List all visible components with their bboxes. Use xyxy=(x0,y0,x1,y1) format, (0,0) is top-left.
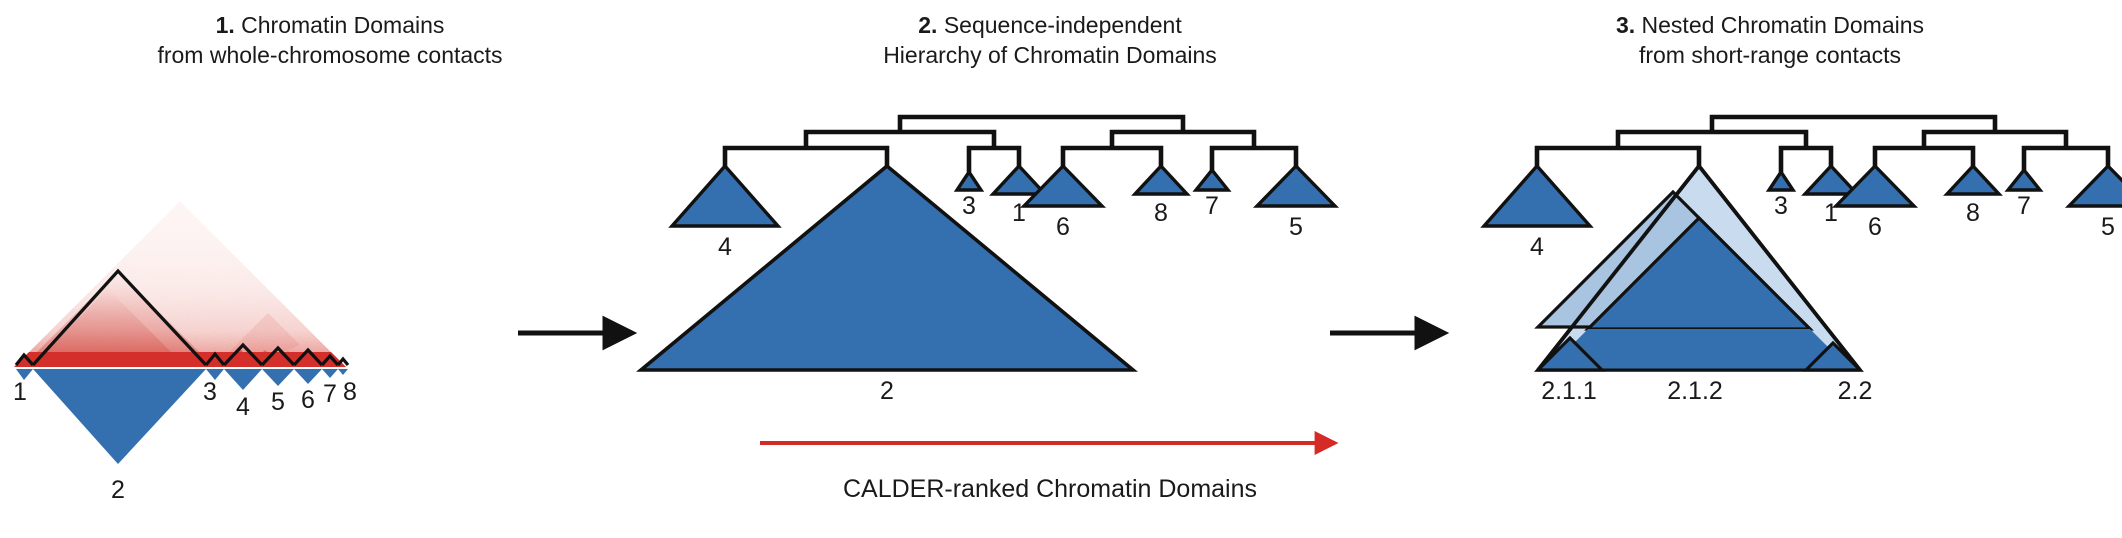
panel-1-title-line2: from whole-chromosome contacts xyxy=(157,42,503,68)
leaf-triangle-1 xyxy=(1801,163,1861,196)
panel-1-title: 1. Chromatin Domains from whole-chromoso… xyxy=(20,10,640,70)
panel-2-title-line1: Sequence-independent xyxy=(943,12,1182,38)
leaf-triangle-7 xyxy=(1192,167,1232,192)
panel-3-dendrogram xyxy=(1534,114,2111,172)
panel2-label-4: 4 xyxy=(718,233,732,261)
panel1-label-8: 8 xyxy=(343,378,357,406)
panel-2-leaf-triangles xyxy=(668,163,1340,228)
leaf-triangle-5 xyxy=(2064,163,2122,208)
panel3-label-2-1-1: 2.1.1 xyxy=(1541,377,1597,405)
panel1-label-5: 5 xyxy=(271,388,285,416)
panel-3-title-line2: from short-range contacts xyxy=(1638,42,1902,68)
panel2-label-5: 5 xyxy=(1289,213,1303,241)
domain-triangle-3 xyxy=(206,369,224,380)
leaf-triangle-3 xyxy=(953,168,985,192)
leaf-triangle-3 xyxy=(1765,168,1797,192)
panel1-label-3: 3 xyxy=(203,378,217,406)
panel3-label-2-2: 2.2 xyxy=(1837,377,1873,405)
panel-3-graphic xyxy=(1480,114,2122,372)
panel-2-graphic xyxy=(636,114,1340,372)
domain-triangle-4 xyxy=(224,369,262,390)
leaf-triangle-6 xyxy=(1831,163,1919,208)
panel-2-title-line2: Hierarchy of Chromatin Domains xyxy=(883,42,1217,68)
panel-1-title-line1: Chromatin Domains xyxy=(241,12,445,38)
leaf-triangle-8 xyxy=(1943,163,2003,196)
leaf-triangle-4 xyxy=(668,163,782,228)
panel2-label-7: 7 xyxy=(1205,192,1219,220)
panel-3-number: 3. xyxy=(1615,12,1636,38)
panel3-label-6: 6 xyxy=(1868,213,1882,241)
panel-3-title: 3. Nested Chromatin Domains from short-r… xyxy=(1440,10,2100,70)
panel-3-title-line1: Nested Chromatin Domains xyxy=(1641,12,1925,38)
domain-triangle-6 xyxy=(294,369,322,384)
panel2-label-1: 1 xyxy=(1012,199,1026,227)
domain-triangle-7 xyxy=(322,369,338,378)
panel2-label-2: 2 xyxy=(880,377,894,405)
panel-1-number: 1. xyxy=(215,12,235,38)
panel1-label-4: 4 xyxy=(236,393,250,421)
leaf-triangle-5 xyxy=(1252,163,1340,208)
domain-triangle-8 xyxy=(338,369,348,375)
leaf-triangle-8 xyxy=(1131,163,1191,196)
domain-triangle-1 xyxy=(16,369,33,380)
panel2-label-3: 3 xyxy=(962,192,976,220)
leaf-triangle-1 xyxy=(989,163,1049,196)
domain-triangle-2 xyxy=(33,369,206,464)
panel2-label-8: 8 xyxy=(1154,199,1168,227)
panel1-label-1: 1 xyxy=(13,378,27,406)
panel-2-number: 2. xyxy=(918,12,938,38)
nested-domain-triangles xyxy=(1534,162,1864,372)
panel-2-title: 2. Sequence-independent Hierarchy of Chr… xyxy=(730,10,1370,70)
leaf-triangle-6 xyxy=(1019,163,1107,208)
panel3-label-2-1-2: 2.1.2 xyxy=(1667,377,1723,405)
calder-arrow-caption: CALDER-ranked Chromatin Domains xyxy=(842,475,1258,503)
panel3-label-3: 3 xyxy=(1774,192,1788,220)
nested-baseline-fill xyxy=(1547,329,1851,370)
domain-outlines-upper xyxy=(14,268,350,367)
domain-triangles-lower xyxy=(16,369,348,464)
panel2-label-6: 6 xyxy=(1056,213,1070,241)
panel3-label-1: 1 xyxy=(1824,199,1838,227)
panel-3-leaf-triangles xyxy=(1480,163,2122,228)
big-triangle-2 xyxy=(636,163,1138,372)
panel3-label-7: 7 xyxy=(2017,192,2031,220)
leaf-triangle-4 xyxy=(1480,163,1594,228)
panel1-label-2: 2 xyxy=(111,476,125,504)
hic-contact-map xyxy=(14,201,346,367)
panel-2-dendrogram xyxy=(722,114,1299,172)
panel3-label-4: 4 xyxy=(1530,233,1544,261)
panel1-label-7: 7 xyxy=(323,380,337,408)
panel3-label-5: 5 xyxy=(2101,213,2115,241)
panel3-label-8: 8 xyxy=(1966,199,1980,227)
leaf-triangle-7 xyxy=(2004,167,2044,192)
panel-1-graphic xyxy=(14,201,350,464)
domain-triangle-5 xyxy=(262,369,294,386)
panel1-label-6: 6 xyxy=(301,386,315,414)
